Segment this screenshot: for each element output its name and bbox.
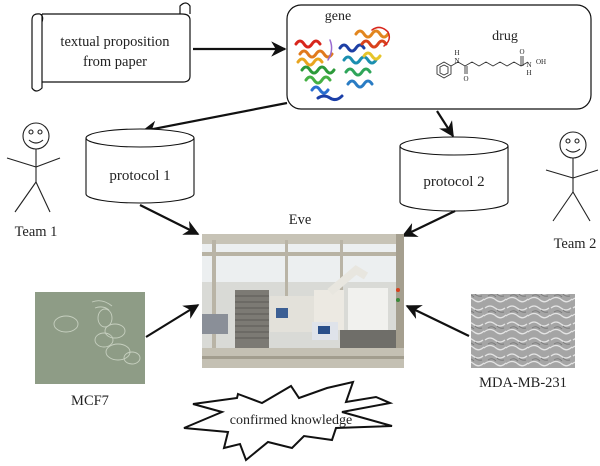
drug-molecule-structure-icon bbox=[436, 56, 529, 79]
atom-n-hydroxamate: N bbox=[526, 61, 531, 69]
drug-label: drug bbox=[492, 29, 518, 44]
atom-o-amide: O bbox=[463, 75, 468, 83]
eve-robot-photo bbox=[202, 234, 404, 368]
atom-h-amide: H bbox=[454, 49, 459, 57]
gene-label: gene bbox=[325, 9, 351, 24]
mcf7-label: MCF7 bbox=[71, 393, 109, 409]
hypothesis-box: gene drug bbox=[286, 4, 592, 110]
scroll-text-line1: textual proposition bbox=[60, 34, 170, 50]
protocol1-cylinder: protocol 1 bbox=[85, 128, 195, 204]
team2-label: Team 2 bbox=[554, 236, 597, 252]
arrow-protocol2-to-eve bbox=[401, 210, 456, 237]
mda-mb-231-cell-image bbox=[471, 294, 575, 368]
scroll-text-line2: from paper bbox=[83, 54, 147, 70]
arrow-protocol1-to-eve bbox=[139, 204, 200, 235]
atom-n-amide: N bbox=[454, 57, 459, 65]
protocol2-label: protocol 2 bbox=[423, 174, 484, 190]
atom-o-hydroxamate: O bbox=[519, 48, 524, 56]
confirmed-knowledge-label: confirmed knowledge bbox=[230, 413, 352, 428]
gene-protein-structure-icon bbox=[294, 26, 391, 102]
eve-label: Eve bbox=[289, 212, 312, 228]
arrow-hypothesis-to-protocol2 bbox=[436, 110, 454, 138]
atom-h-hydroxamate: H bbox=[526, 69, 531, 77]
drug-atom-labels: H N O O N OH H bbox=[454, 48, 546, 83]
protocol1-label: protocol 1 bbox=[109, 168, 170, 184]
textual-proposition-scroll: textual proposition from paper bbox=[31, 2, 191, 92]
arrow-mda-to-eve bbox=[405, 305, 470, 337]
team1-label: Team 1 bbox=[15, 224, 58, 240]
mda-image-background bbox=[471, 294, 575, 368]
team2-stick-figure-icon bbox=[545, 131, 599, 222]
arrow-mcf7-to-eve bbox=[145, 304, 200, 338]
arrow-hypothesis-to-protocol1 bbox=[141, 101, 288, 136]
mcf7-image-background bbox=[35, 292, 145, 384]
confirmed-knowledge-starburst: confirmed knowledge bbox=[183, 380, 394, 462]
atom-oh: OH bbox=[536, 58, 546, 66]
mda-mb-231-label: MDA-MB-231 bbox=[479, 375, 567, 391]
mcf7-cell-image bbox=[35, 292, 145, 384]
team1-stick-figure-icon bbox=[6, 122, 61, 213]
protocol2-cylinder: protocol 2 bbox=[399, 136, 509, 212]
